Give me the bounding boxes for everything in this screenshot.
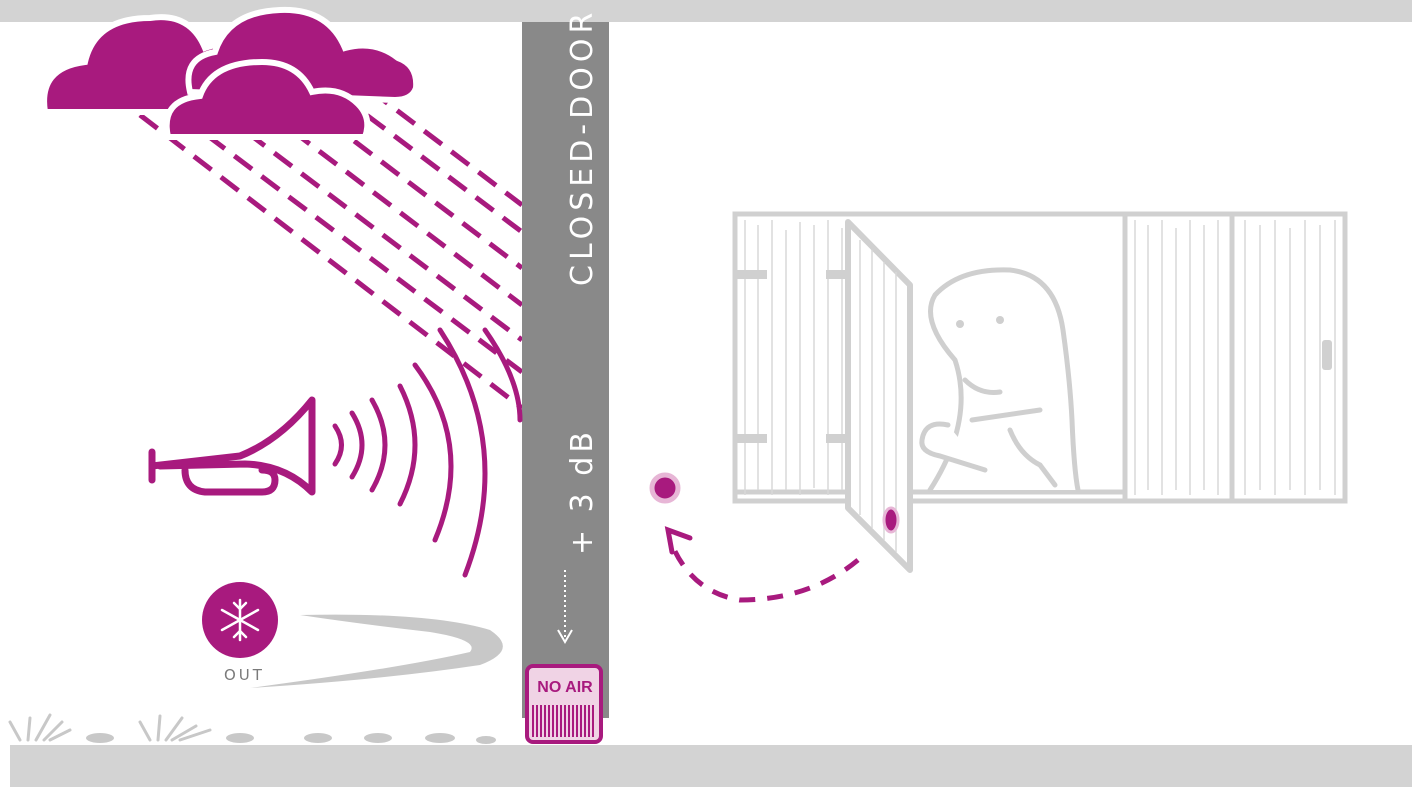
dot-icon xyxy=(652,475,678,501)
no-air-label: NO AIR xyxy=(531,679,599,697)
air-swoosh xyxy=(250,615,503,688)
top-band xyxy=(0,0,1412,22)
arrow-head xyxy=(668,530,690,552)
person-icon xyxy=(922,270,1078,490)
handle-icon xyxy=(884,508,898,532)
out-label: OUT xyxy=(224,666,265,684)
window-sash xyxy=(848,222,910,570)
decibel-label: + 3 dB xyxy=(565,428,600,555)
sound-waves-icon xyxy=(335,330,520,575)
dashed-arrow-icon xyxy=(670,540,858,600)
horn-icon xyxy=(152,400,312,492)
closed-door-label: CLOSED-DOOR xyxy=(565,8,600,286)
snowflake-icon xyxy=(202,582,278,658)
cloud-icon xyxy=(44,10,416,137)
floor-band xyxy=(10,745,1412,787)
vent-icon xyxy=(527,666,601,742)
